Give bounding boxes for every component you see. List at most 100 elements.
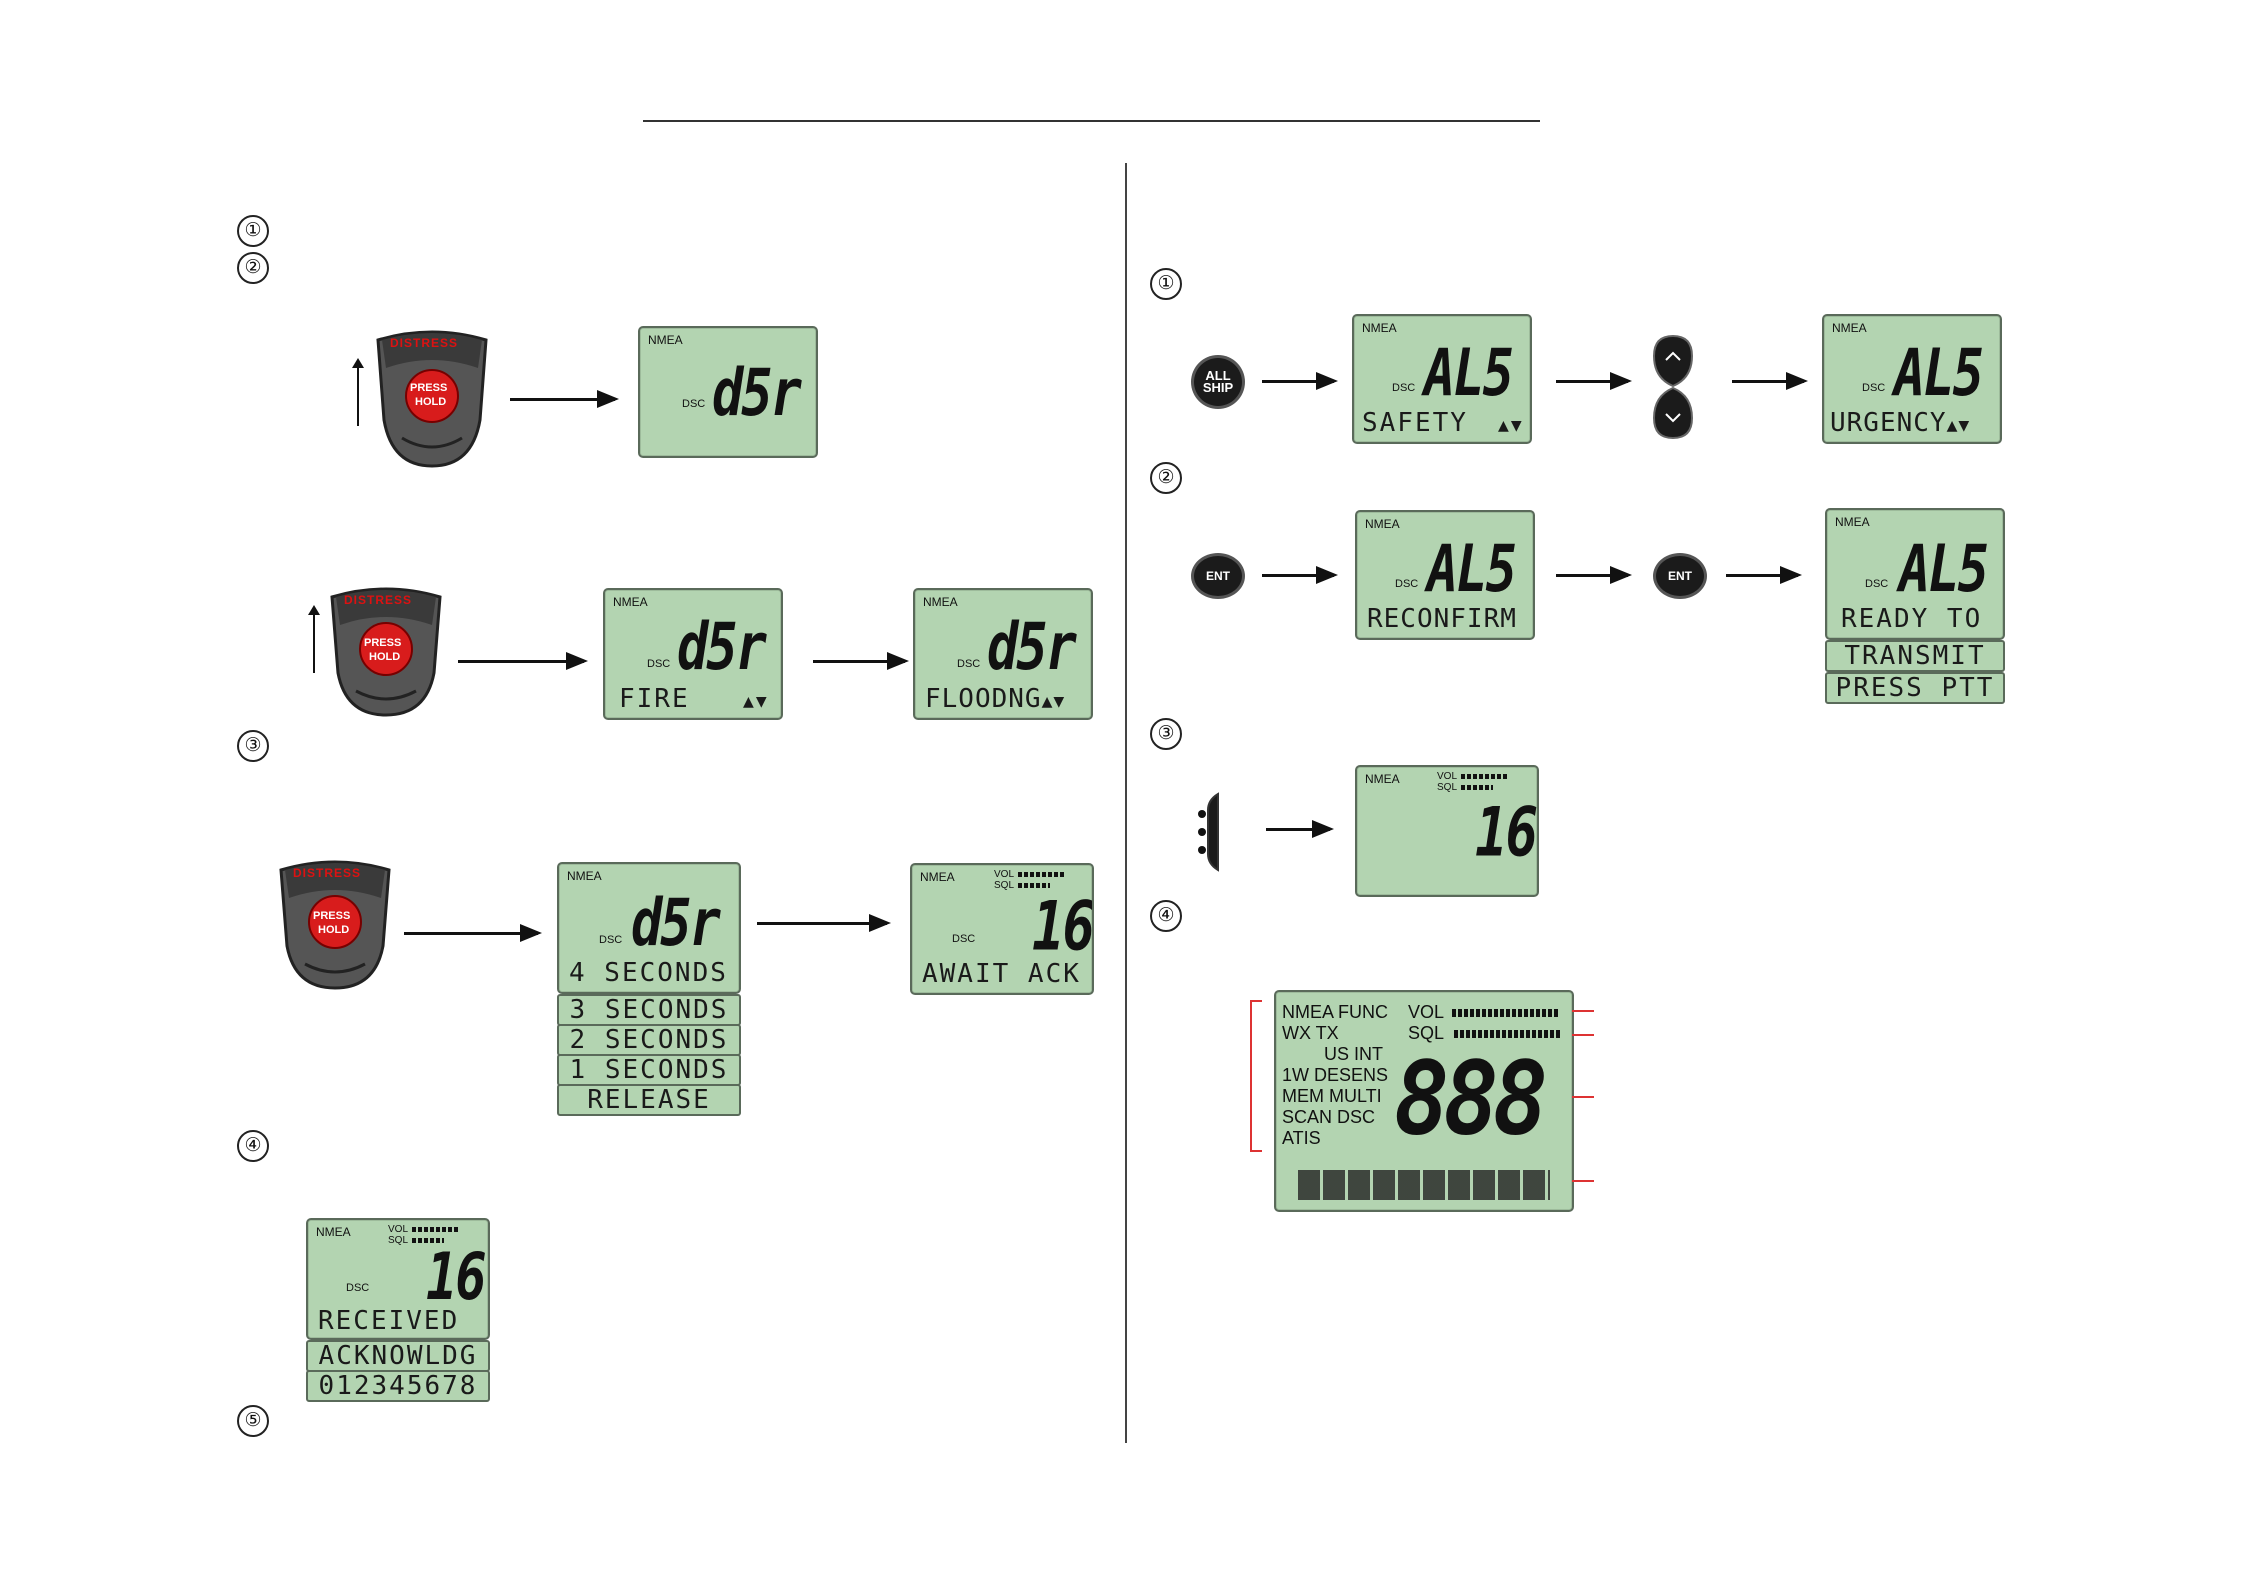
scan-dsc-label: SCAN DSC	[1282, 1107, 1376, 1127]
nmea-indicator: NMEA	[923, 595, 958, 609]
vol-bar-icon	[412, 1226, 461, 1232]
lcd-flooding-screen: NMEA DSC d5r FLOODNG▲▼	[913, 588, 1093, 720]
lcd-await-screen: NMEA VOL SQL DSC 16 AWAIT ACK	[910, 863, 1094, 995]
nmea-indicator: NMEA	[1835, 515, 1870, 529]
lcd-received-screen: NMEA VOL SQL DSC 16 RECEIVED	[306, 1218, 490, 1340]
ready-line: READY TO	[1841, 604, 1983, 634]
transmit-strip: TRANSMIT	[1825, 640, 2005, 672]
distress-button-illustration-2: DISTRESS PRESS HOLD	[308, 587, 442, 727]
lcd-main-readout: AL5	[1427, 532, 1517, 607]
vol-bar-icon	[1452, 1009, 1561, 1018]
lcd-main-readout: AL5	[1424, 336, 1514, 411]
lcd-main-readout: d5r	[631, 886, 721, 961]
flow-arrow	[1556, 372, 1632, 390]
vol-bar-icon	[1461, 773, 1510, 779]
all-label: ALL	[1205, 368, 1231, 383]
dsc-indicator: DSC	[1865, 578, 1889, 590]
step-5-marker: ⑤	[237, 1405, 269, 1437]
lcd-countdown-screen: NMEA DSC d5r 4 SECONDS	[557, 862, 741, 994]
press-label: PRESS	[364, 637, 402, 649]
flow-arrow	[510, 390, 619, 408]
scroll-updown-icon: ▲▼	[743, 691, 769, 712]
vol-label: VOL	[1437, 771, 1458, 782]
channel-readout: 16	[426, 1240, 487, 1315]
step-3-marker: ③	[237, 730, 269, 762]
dsc-indicator: DSC	[1395, 578, 1419, 590]
up-arrow-icon	[308, 605, 320, 673]
wx-tx-label: WX TX	[1282, 1023, 1339, 1043]
flow-arrow	[404, 924, 542, 942]
segment-digits: 888	[1394, 1040, 1548, 1158]
1w-desens-label: 1W DESENS	[1282, 1065, 1389, 1085]
hold-label: HOLD	[369, 651, 401, 663]
countdown-line: 4 SECONDS	[569, 958, 728, 988]
right-step-4-marker: ④	[1150, 900, 1182, 932]
nmea-indicator: NMEA	[920, 870, 955, 884]
flow-arrow	[813, 652, 909, 670]
sql-bar-icon	[1018, 882, 1051, 888]
lcd-main-readout: AL5	[1894, 336, 1984, 411]
lcd-main-readout: d5r	[712, 356, 802, 431]
distress-label: DISTRESS	[344, 593, 413, 607]
dsc-indicator: DSC	[346, 1282, 370, 1294]
press-label: PRESS	[410, 382, 448, 394]
lcd-ready-screen: NMEA DSC AL5 READY TO	[1825, 508, 2005, 640]
lcd-urgency-screen: NMEA DSC AL5 URGENCY▲▼	[1822, 314, 2002, 444]
distress-label: DISTRESS	[293, 866, 362, 880]
dsc-indicator: DSC	[1862, 382, 1886, 394]
sql-label: SQL	[388, 1235, 409, 1246]
right-step-1-marker: ①	[1150, 268, 1182, 300]
press-label: PRESS	[313, 910, 351, 922]
mem-multi-label: MEM MULTI	[1282, 1086, 1382, 1106]
flow-arrow	[1266, 820, 1334, 838]
countdown-1-strip: 1 SECONDS	[557, 1054, 741, 1086]
lcd-safety-screen: NMEA DSC AL5 SAFETY ▲▼	[1352, 314, 1532, 444]
step-2-marker: ②	[237, 252, 269, 284]
ent-button-confirm[interactable]: ENT	[1656, 556, 1704, 596]
distress-label: DISTRESS	[390, 336, 459, 350]
dot-matrix-row	[1298, 1170, 1550, 1200]
flow-arrow	[1262, 566, 1338, 584]
sql-label: SQL	[994, 880, 1015, 891]
vol-sql-meter: VOL SQL	[388, 1224, 461, 1246]
step-1-marker: ①	[237, 215, 269, 247]
flow-arrow	[458, 652, 588, 670]
vol-label: VOL	[388, 1224, 409, 1235]
sql-label: SQL	[1408, 1023, 1445, 1043]
lcd-text-line: URGENCY▲▼	[1830, 408, 1970, 438]
flooding-label: FLOODNG	[925, 684, 1042, 714]
dsc-indicator: DSC	[599, 934, 623, 946]
dsc-indicator: DSC	[647, 658, 671, 670]
nmea-indicator: NMEA	[1832, 321, 1867, 335]
received-line: RECEIVED	[318, 1306, 460, 1336]
vol-sql-meter: VOL SQL	[994, 869, 1067, 891]
vol-label: VOL	[994, 869, 1015, 880]
lcd-fire-screen: NMEA DSC d5r FIRE ▲▼	[603, 588, 783, 720]
lcd-main-readout: d5r	[987, 610, 1077, 685]
nmea-indicator: NMEA	[613, 595, 648, 609]
up-down-button-pair	[1652, 334, 1694, 440]
right-step-2-marker: ②	[1150, 462, 1182, 494]
ent-button[interactable]: ENT	[1194, 556, 1242, 596]
us-int-label: US INT	[1324, 1044, 1384, 1064]
distress-button-illustration-3: DISTRESS PRESS HOLD	[275, 860, 395, 995]
sql-bar-icon	[412, 1237, 445, 1243]
atis-label: ATIS	[1282, 1128, 1321, 1148]
nmea-indicator: NMEA	[648, 333, 683, 347]
column-divider	[1125, 163, 1127, 1443]
ship-label: SHIP	[1202, 380, 1234, 395]
up-down-buttons-icon[interactable]	[1652, 334, 1694, 440]
sql-label: SQL	[1437, 782, 1458, 793]
distress-cover-icon	[279, 860, 391, 990]
vol-sql-meter: VOL SQL	[1408, 1002, 1563, 1044]
mmsi-strip: 012345678	[306, 1370, 490, 1402]
fire-label: FIRE	[619, 684, 690, 714]
dsc-indicator: DSC	[682, 398, 706, 410]
ptt-key-icon[interactable]	[1194, 792, 1224, 872]
all-ship-button[interactable]: ALL SHIP	[1194, 358, 1242, 406]
lcd-text-line: FIRE ▲▼	[619, 684, 767, 714]
flow-arrow	[1556, 566, 1632, 584]
nmea-indicator: NMEA	[1365, 772, 1400, 786]
dsc-indicator: DSC	[952, 933, 976, 945]
digits-leader-line	[1572, 1096, 1594, 1098]
